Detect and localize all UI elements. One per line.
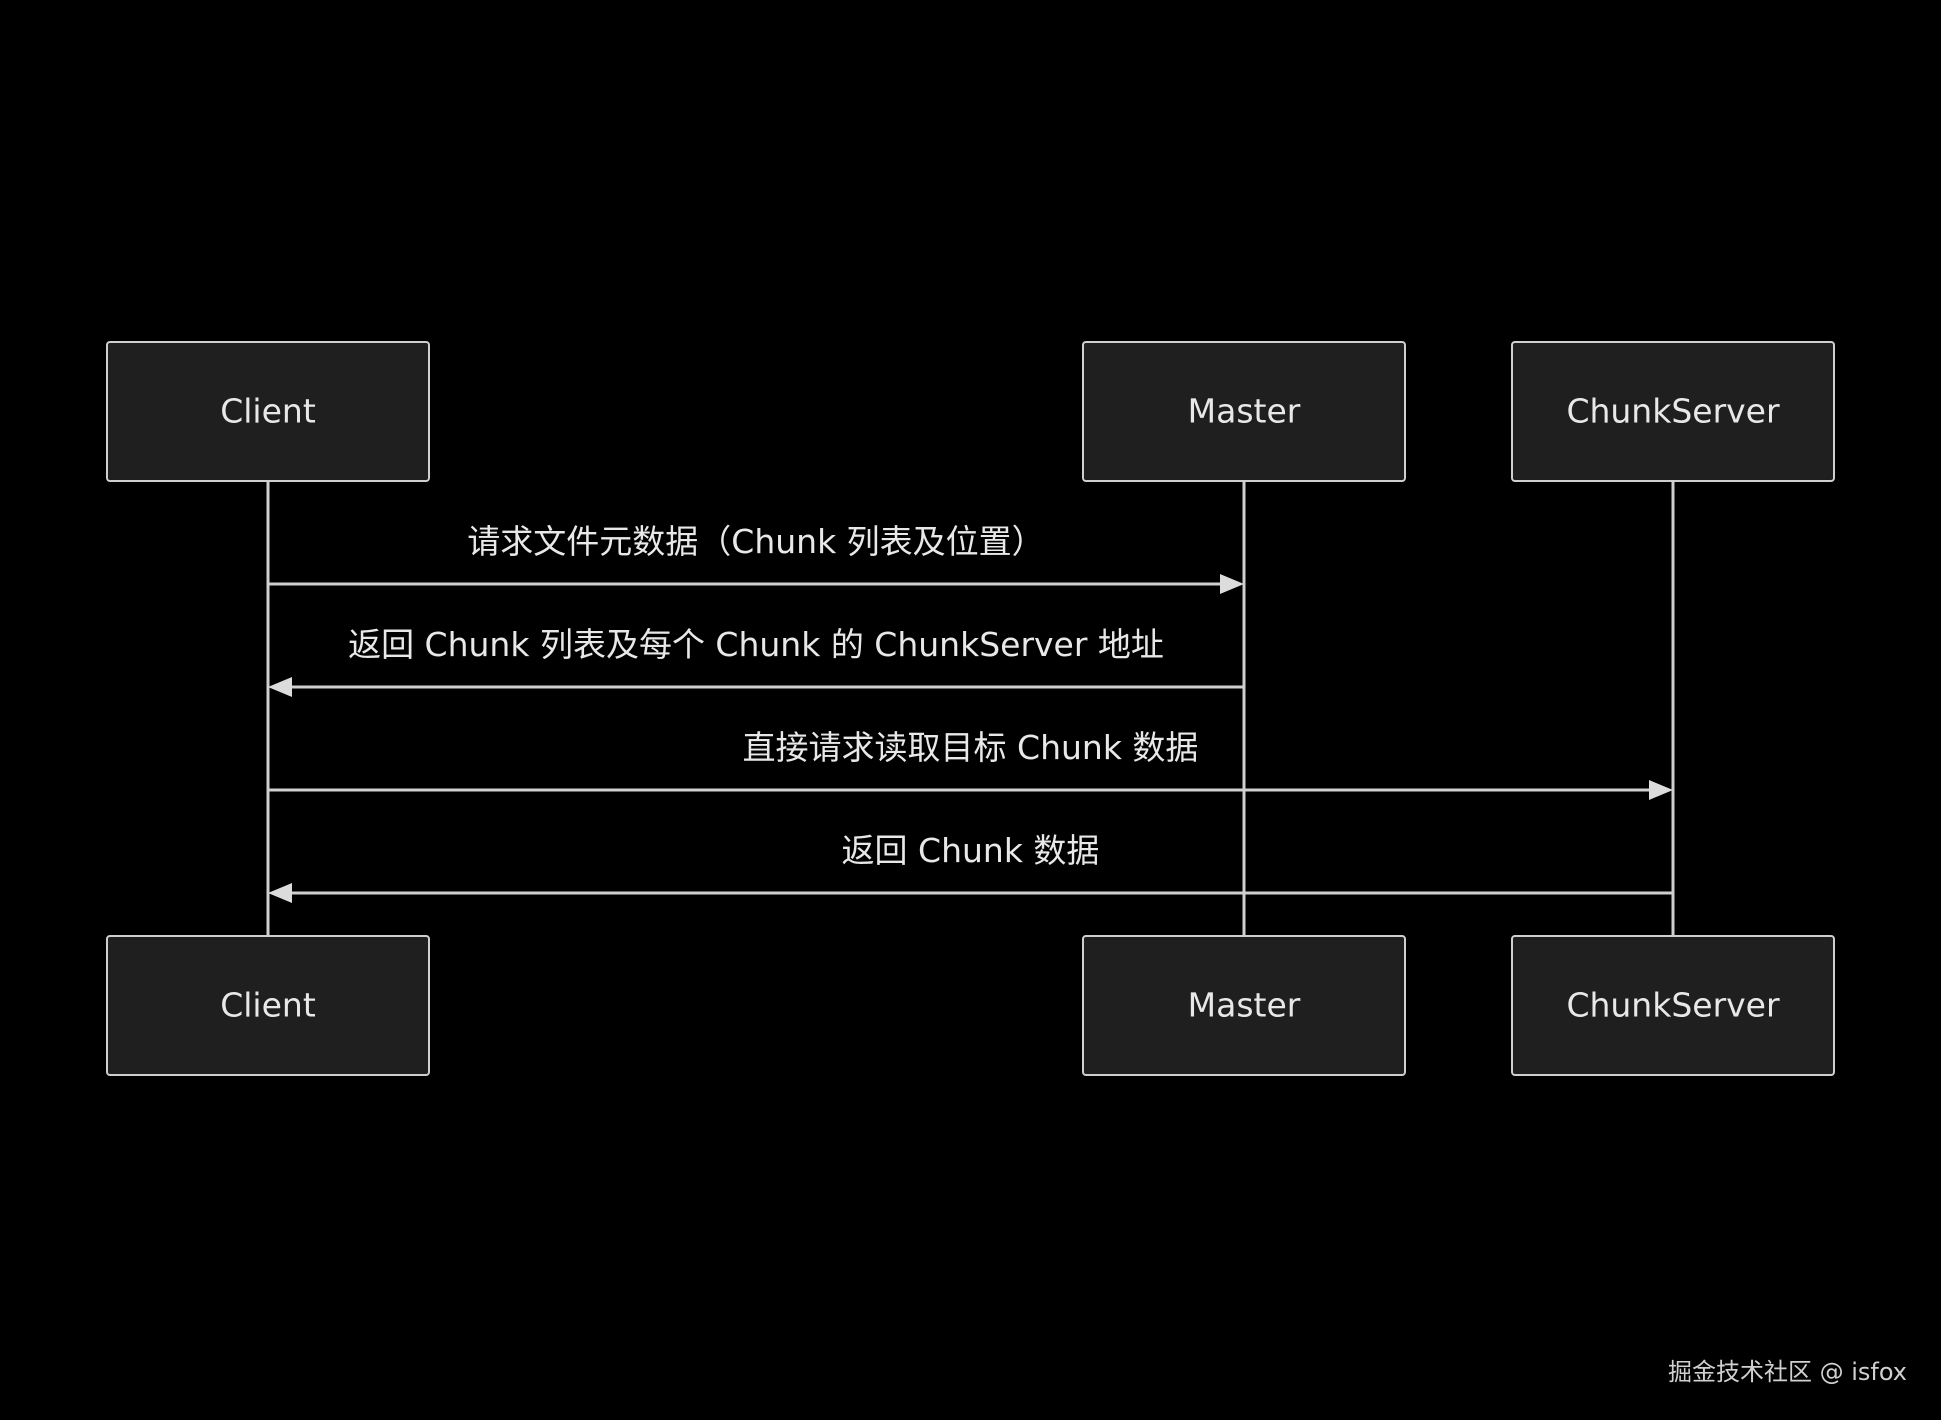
participant-box — [1511, 341, 1835, 482]
participant-label: Client — [220, 986, 316, 1025]
arrowhead-icon — [268, 883, 292, 903]
lifelines — [266, 481, 1675, 936]
participant-box — [1082, 935, 1406, 1076]
arrowhead-icon — [1649, 780, 1673, 800]
participant-master-top: Master — [1082, 341, 1406, 482]
message-label: 请求文件元数据（Chunk 列表及位置） — [467, 522, 1044, 561]
participant-label: Master — [1188, 986, 1301, 1025]
participant-box — [1511, 935, 1835, 1076]
participant-label: ChunkServer — [1566, 986, 1780, 1025]
participant-master-bottom: Master — [1082, 935, 1406, 1076]
participants: ClientClientMasterMasterChunkServerChunk… — [106, 341, 1835, 1076]
participant-client-bottom: Client — [106, 935, 430, 1076]
arrowhead-icon — [1220, 574, 1244, 594]
participant-box — [106, 935, 430, 1076]
messages: 请求文件元数据（Chunk 列表及位置） 返回 Chunk 列表及每个 Chunk… — [268, 522, 1673, 903]
participant-box — [1082, 341, 1406, 482]
participant-chunkserver-top: ChunkServer — [1511, 341, 1835, 482]
message-label: 返回 Chunk 列表及每个 Chunk 的 ChunkServer 地址 — [348, 625, 1164, 664]
participant-label: ChunkServer — [1566, 392, 1780, 431]
message-2: 返回 Chunk 列表及每个 Chunk 的 ChunkServer 地址 — [268, 625, 1244, 697]
participant-chunkserver-bottom: ChunkServer — [1511, 935, 1835, 1076]
participant-client-top: Client — [106, 341, 430, 482]
watermark: 掘金技术社区 @ isfox — [1667, 1358, 1907, 1386]
message-3: 直接请求读取目标 Chunk 数据 — [268, 728, 1673, 800]
participant-label: Client — [220, 392, 316, 431]
message-1: 请求文件元数据（Chunk 列表及位置） — [268, 522, 1244, 594]
message-label: 返回 Chunk 数据 — [842, 831, 1100, 870]
message-label: 直接请求读取目标 Chunk 数据 — [743, 728, 1199, 767]
arrowhead-icon — [268, 677, 292, 697]
message-4: 返回 Chunk 数据 — [268, 831, 1673, 903]
participant-label: Master — [1188, 392, 1301, 431]
participant-box — [106, 341, 430, 482]
